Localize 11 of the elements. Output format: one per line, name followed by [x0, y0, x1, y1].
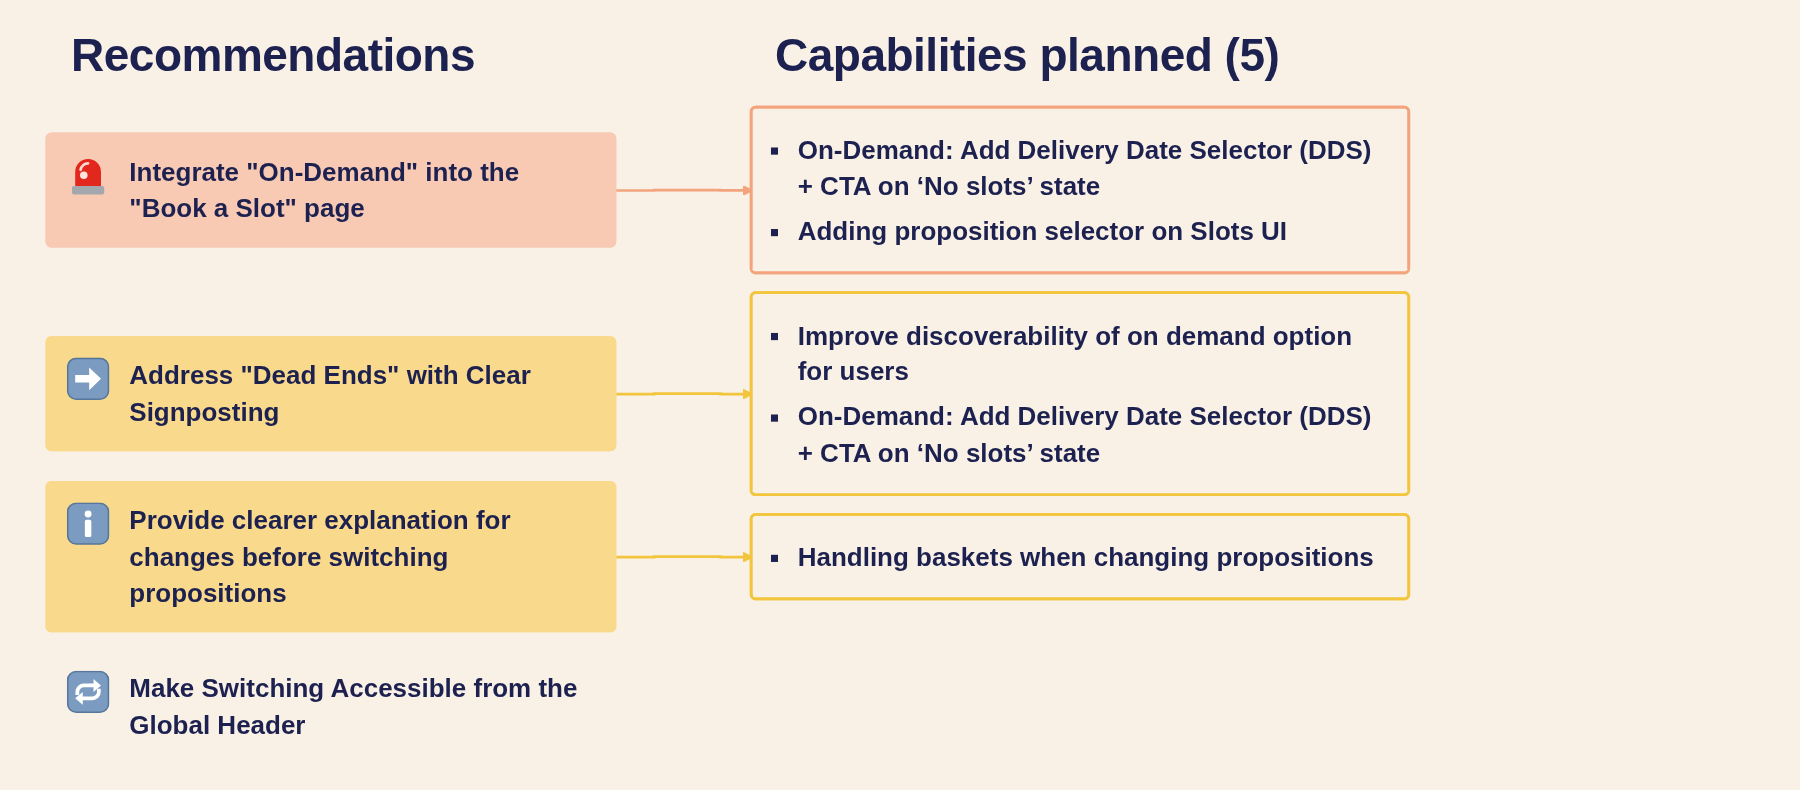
- recommendation-text: Make Switching Accessible from the Global Header: [129, 672, 579, 741]
- column-heading: Recommendations: [71, 28, 476, 82]
- capability-text: On-Demand: Add Delivery Date Selector (DDS) + CTA on ‘No slots’ state: [797, 401, 1373, 470]
- capability-text: Improve discoverability of on demand option for users: [797, 319, 1354, 388]
- recommendation-text: Integrate "On-Demand" into the "Book a Slot" page: [129, 156, 521, 225]
- recommendation-text: Provide clearer explanation for changes before switching propositions: [129, 504, 512, 610]
- capability-text: Adding proposition selector on Slots UI: [797, 215, 1289, 248]
- recommendation-text: Address "Dead Ends" with Clear Signposting: [129, 359, 532, 428]
- column-heading: Capabilities planned (5): [775, 28, 1280, 82]
- capability-text: On-Demand: Add Delivery Date Selector (DDS) + CTA on ‘No slots’ state: [797, 134, 1373, 203]
- capability-text: Handling baskets when changing propositions: [797, 541, 1375, 574]
